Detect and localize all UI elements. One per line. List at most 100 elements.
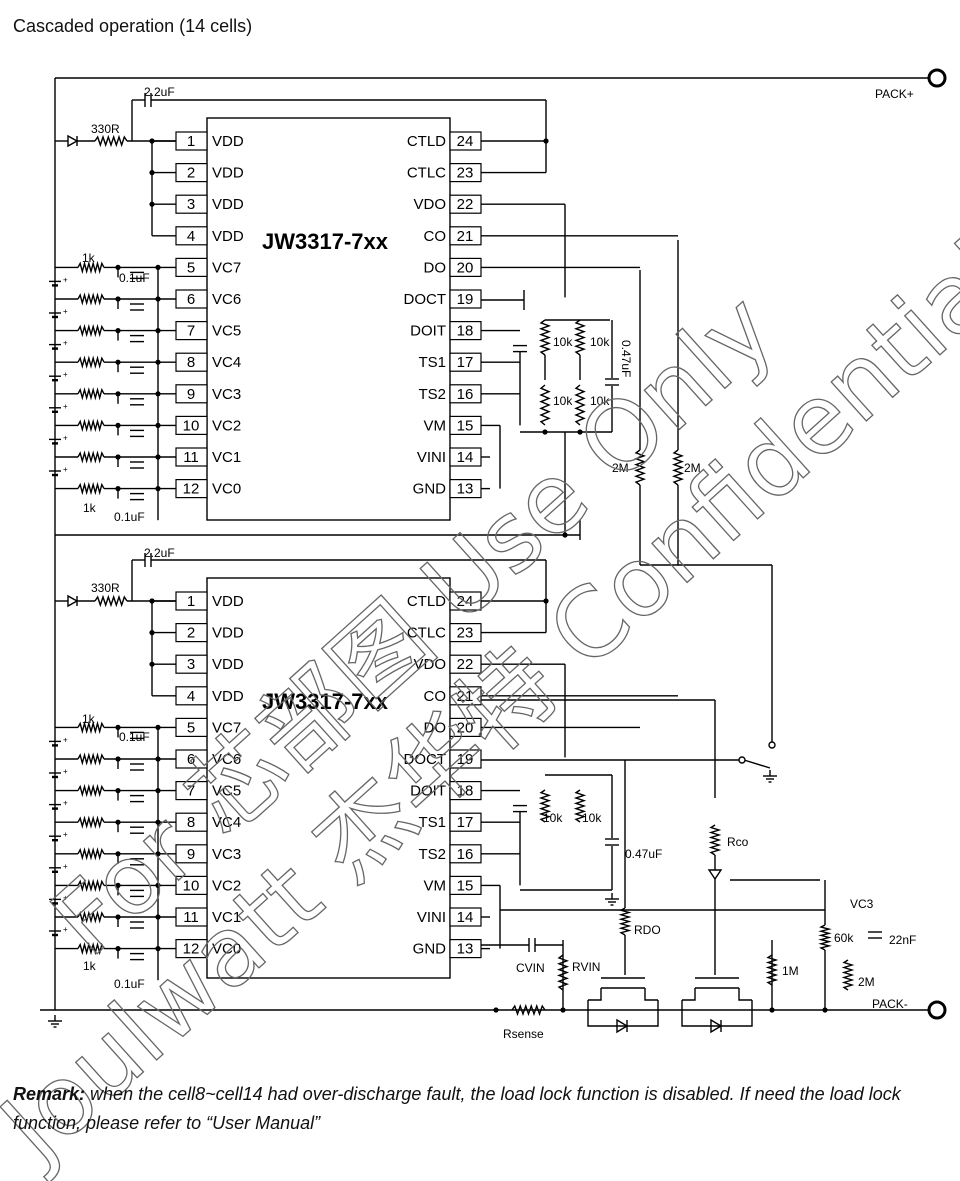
junction-dot bbox=[769, 1007, 775, 1013]
pin-number-box bbox=[175, 131, 208, 151]
pin-number-box bbox=[449, 384, 482, 404]
pin-label: VC6 bbox=[212, 291, 241, 308]
junction-dot bbox=[155, 851, 161, 857]
pin-label: VC7 bbox=[212, 259, 241, 276]
capacitor-0u47 bbox=[605, 378, 619, 386]
pin-label: TS1 bbox=[418, 814, 446, 831]
label-0u47: 0.47uF bbox=[625, 847, 662, 861]
pack-plus-label: PACK+ bbox=[875, 87, 914, 101]
pin-number: 4 bbox=[187, 228, 195, 245]
capacitor-0u47 bbox=[605, 838, 619, 846]
pin-label: CO bbox=[424, 688, 447, 705]
pin-number: 11 bbox=[183, 909, 199, 926]
pin-label: VINI bbox=[417, 909, 446, 926]
junction-dot bbox=[155, 946, 161, 952]
resistor-2m bbox=[841, 959, 855, 991]
pin-number: 3 bbox=[187, 656, 195, 673]
pin-number: 24 bbox=[457, 593, 474, 610]
pin-number: 12 bbox=[183, 941, 200, 958]
capacitor-0u1 bbox=[130, 889, 144, 898]
capacitor-cvin bbox=[528, 938, 536, 952]
pack-plus-terminal-icon bbox=[927, 68, 947, 88]
pin-label: CO bbox=[424, 228, 447, 245]
label-rvin: RVIN bbox=[572, 960, 600, 974]
svg-text:+: + bbox=[63, 275, 68, 284]
label-10k: 10k bbox=[553, 335, 573, 349]
switch-contact-icon bbox=[768, 741, 776, 749]
pin-number: 14 bbox=[457, 449, 474, 466]
pin-number-box bbox=[175, 749, 208, 769]
pin-number: 17 bbox=[457, 354, 474, 371]
pin-label: DOCT bbox=[404, 751, 447, 768]
junction-dot bbox=[115, 914, 121, 920]
junction-dot bbox=[822, 1007, 828, 1013]
pin-number: 10 bbox=[183, 877, 200, 894]
battery-cell-icon: + bbox=[49, 339, 68, 350]
pin-label: VC3 bbox=[212, 386, 241, 403]
pin-number: 2 bbox=[187, 165, 195, 182]
junction-dot bbox=[149, 138, 155, 144]
junction-dot bbox=[115, 359, 121, 365]
pin-number-box bbox=[449, 812, 482, 832]
resistor-1k bbox=[77, 481, 105, 496]
pin-label: VC2 bbox=[212, 877, 241, 894]
pin-label: VC5 bbox=[212, 783, 241, 800]
resistor-1k bbox=[77, 418, 105, 433]
junction-dot bbox=[543, 138, 549, 144]
resistor-1k bbox=[77, 878, 105, 893]
resistor-rdo bbox=[618, 907, 632, 936]
pin-number: 6 bbox=[187, 751, 195, 768]
junction-dot bbox=[560, 1007, 566, 1013]
label-10k: 10k bbox=[582, 811, 602, 825]
label-0u1: 0.1uF bbox=[119, 730, 150, 744]
pin-number-box bbox=[175, 415, 208, 435]
pin-number: 1 bbox=[187, 593, 195, 610]
watermark-line-1: For 芯部图 Use Only bbox=[30, 272, 795, 977]
junction-dot bbox=[115, 819, 121, 825]
resistor-330r bbox=[94, 594, 128, 608]
junction-dot bbox=[155, 914, 161, 920]
pin-number-box bbox=[175, 226, 208, 246]
label-2u2: 2.2uF bbox=[144, 85, 175, 99]
label-2m: 2M bbox=[858, 975, 875, 989]
pin-number: 16 bbox=[457, 386, 474, 403]
capacitor bbox=[513, 344, 527, 353]
pin-number: 15 bbox=[457, 877, 474, 894]
pin-number-box bbox=[449, 780, 482, 801]
capacitor-22n bbox=[868, 931, 882, 939]
page-heading: Cascaded operation (14 cells) bbox=[13, 16, 253, 36]
pin-number-box bbox=[175, 717, 208, 738]
resistor-1k bbox=[77, 387, 105, 401]
pack-minus-terminal-icon bbox=[927, 1000, 947, 1020]
ground-icon bbox=[48, 1015, 62, 1028]
junction-dot bbox=[493, 1007, 499, 1013]
pin-number: 24 bbox=[457, 133, 474, 150]
pin-number-box bbox=[449, 163, 482, 183]
label-10k: 10k bbox=[590, 394, 610, 408]
pin-number: 2 bbox=[187, 625, 195, 642]
battery-cell-icon: + bbox=[49, 433, 68, 445]
pin-number-box bbox=[449, 194, 482, 214]
pin-number: 10 bbox=[183, 417, 200, 434]
svg-text:+: + bbox=[63, 925, 68, 934]
pin-label: VC0 bbox=[212, 481, 241, 498]
junction-dot bbox=[115, 851, 121, 857]
junction-dot bbox=[155, 422, 161, 428]
capacitor-0u1 bbox=[130, 794, 144, 803]
pin-label: VC2 bbox=[212, 417, 241, 434]
pin-label: VDO bbox=[413, 656, 446, 673]
junction-dot bbox=[155, 454, 161, 460]
pin-label: VDD bbox=[212, 165, 244, 182]
pin-label: VM bbox=[424, 877, 447, 894]
pin-number: 21 bbox=[457, 688, 474, 705]
pin-number-box bbox=[175, 686, 208, 706]
switch-contact-icon bbox=[738, 756, 746, 764]
resistor-1k bbox=[77, 292, 105, 306]
label-rdo: RDO bbox=[634, 923, 661, 937]
pin-number: 13 bbox=[457, 941, 474, 958]
pin-number-box bbox=[449, 131, 482, 151]
junction-dot bbox=[562, 532, 568, 538]
junction-dot bbox=[155, 788, 161, 794]
capacitor-0u1 bbox=[130, 731, 144, 740]
pin-label: VDD bbox=[212, 656, 244, 673]
